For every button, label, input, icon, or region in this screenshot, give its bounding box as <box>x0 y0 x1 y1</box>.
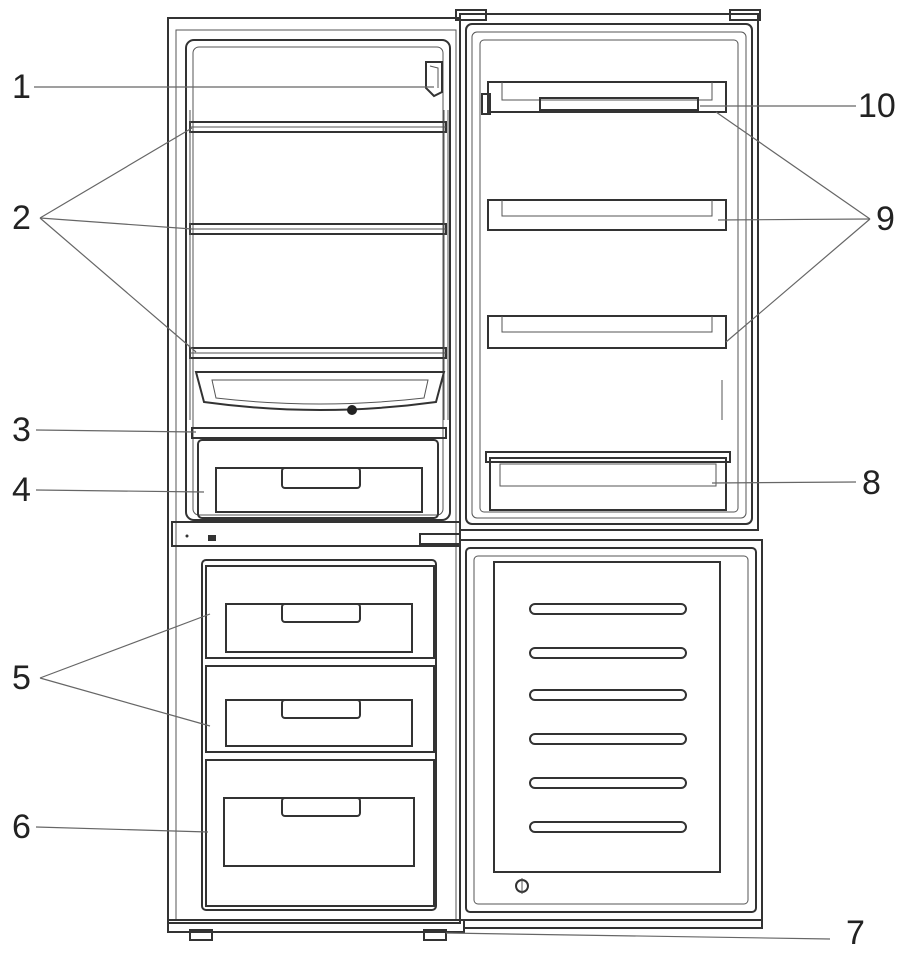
egg-tray <box>194 371 446 415</box>
freezer-drawer-1 <box>205 565 435 659</box>
callout-4: 4 <box>12 471 31 509</box>
callout-1: 1 <box>12 68 31 106</box>
freezer-drawer-2 <box>205 665 435 753</box>
shelf-rails <box>189 110 449 420</box>
freezer-door-ribs <box>529 603 687 833</box>
callout-5: 5 <box>12 659 31 697</box>
leader-lines <box>34 86 871 940</box>
fridge-compartment <box>185 39 451 521</box>
callout-2: 2 <box>12 199 31 237</box>
cabinet-body <box>167 17 461 924</box>
glass-shelf-1 <box>189 121 447 133</box>
door-shelf-3 <box>487 315 727 349</box>
drain-icon <box>515 878 529 894</box>
callout-10: 10 <box>858 87 896 125</box>
control-light <box>208 535 216 541</box>
callout-7: 7 <box>846 914 865 952</box>
bottle-shelf <box>485 451 731 511</box>
freezer-drawer-3 <box>205 759 435 907</box>
callout-3: 3 <box>12 411 31 449</box>
callout-6: 6 <box>12 808 31 846</box>
light-cover <box>425 61 443 98</box>
crisper-drawer <box>197 439 439 519</box>
base-plinth <box>167 919 763 933</box>
glass-shelf-2 <box>189 223 447 235</box>
fridge-door <box>455 9 761 531</box>
freezer-compartment <box>201 559 437 911</box>
door-shelf-top <box>481 81 727 115</box>
callout-8: 8 <box>862 464 881 502</box>
freezer-door <box>419 533 763 921</box>
door-shelf-2 <box>487 199 727 231</box>
glass-shelf-3 <box>189 347 447 359</box>
handle-connector <box>419 533 461 545</box>
adjustable-foot <box>189 929 447 941</box>
callout-9: 9 <box>876 200 895 238</box>
dairy-cover <box>539 97 699 111</box>
crisper-cover-shelf <box>191 427 447 439</box>
